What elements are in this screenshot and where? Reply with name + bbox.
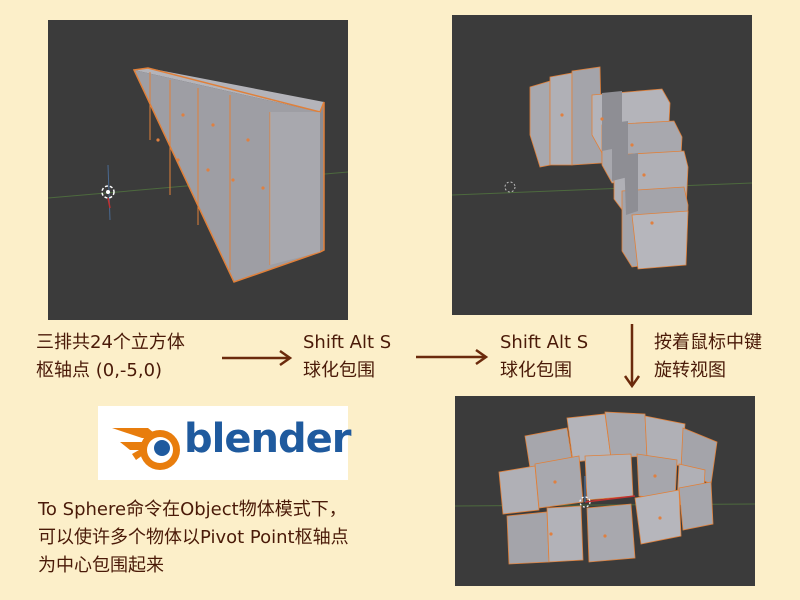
curved-cubes-render (452, 66, 752, 270)
blender-logo: blender (98, 406, 351, 480)
right-arrow-icon (416, 348, 489, 366)
sphere-rotated-render (455, 411, 755, 565)
note-line3: 为中心包围起来 (38, 555, 164, 576)
step4-caption-line1: 按着鼠标中键 (654, 332, 762, 353)
step3-shortcut: Shift Alt S (500, 332, 589, 353)
viewport-wall-of-cubes (48, 20, 348, 320)
step2-shortcut: Shift Alt S (303, 332, 392, 353)
step3-action: 球化包围 (500, 360, 572, 381)
blender-logo-text: blender (184, 416, 351, 462)
down-arrow-icon (623, 324, 641, 389)
step4-caption-line2: 旋转视图 (654, 360, 726, 381)
step1-caption-line1: 三排共24个立方体 (36, 332, 185, 353)
note-line2: 可以使许多个物体以Pivot Point枢轴点 (38, 527, 349, 548)
blender-logo-mark-icon (112, 428, 180, 470)
viewport-sphere-rotated (455, 396, 755, 586)
viewport-curved-cubes (452, 15, 752, 315)
wall-of-cubes-render (48, 67, 348, 283)
note-line1: To Sphere命令在Object物体模式下， (38, 499, 347, 520)
right-arrow-icon (222, 349, 293, 367)
step1-caption-line2: 枢轴点 (0,-5,0) (36, 360, 163, 381)
step2-action: 球化包围 (303, 360, 375, 381)
